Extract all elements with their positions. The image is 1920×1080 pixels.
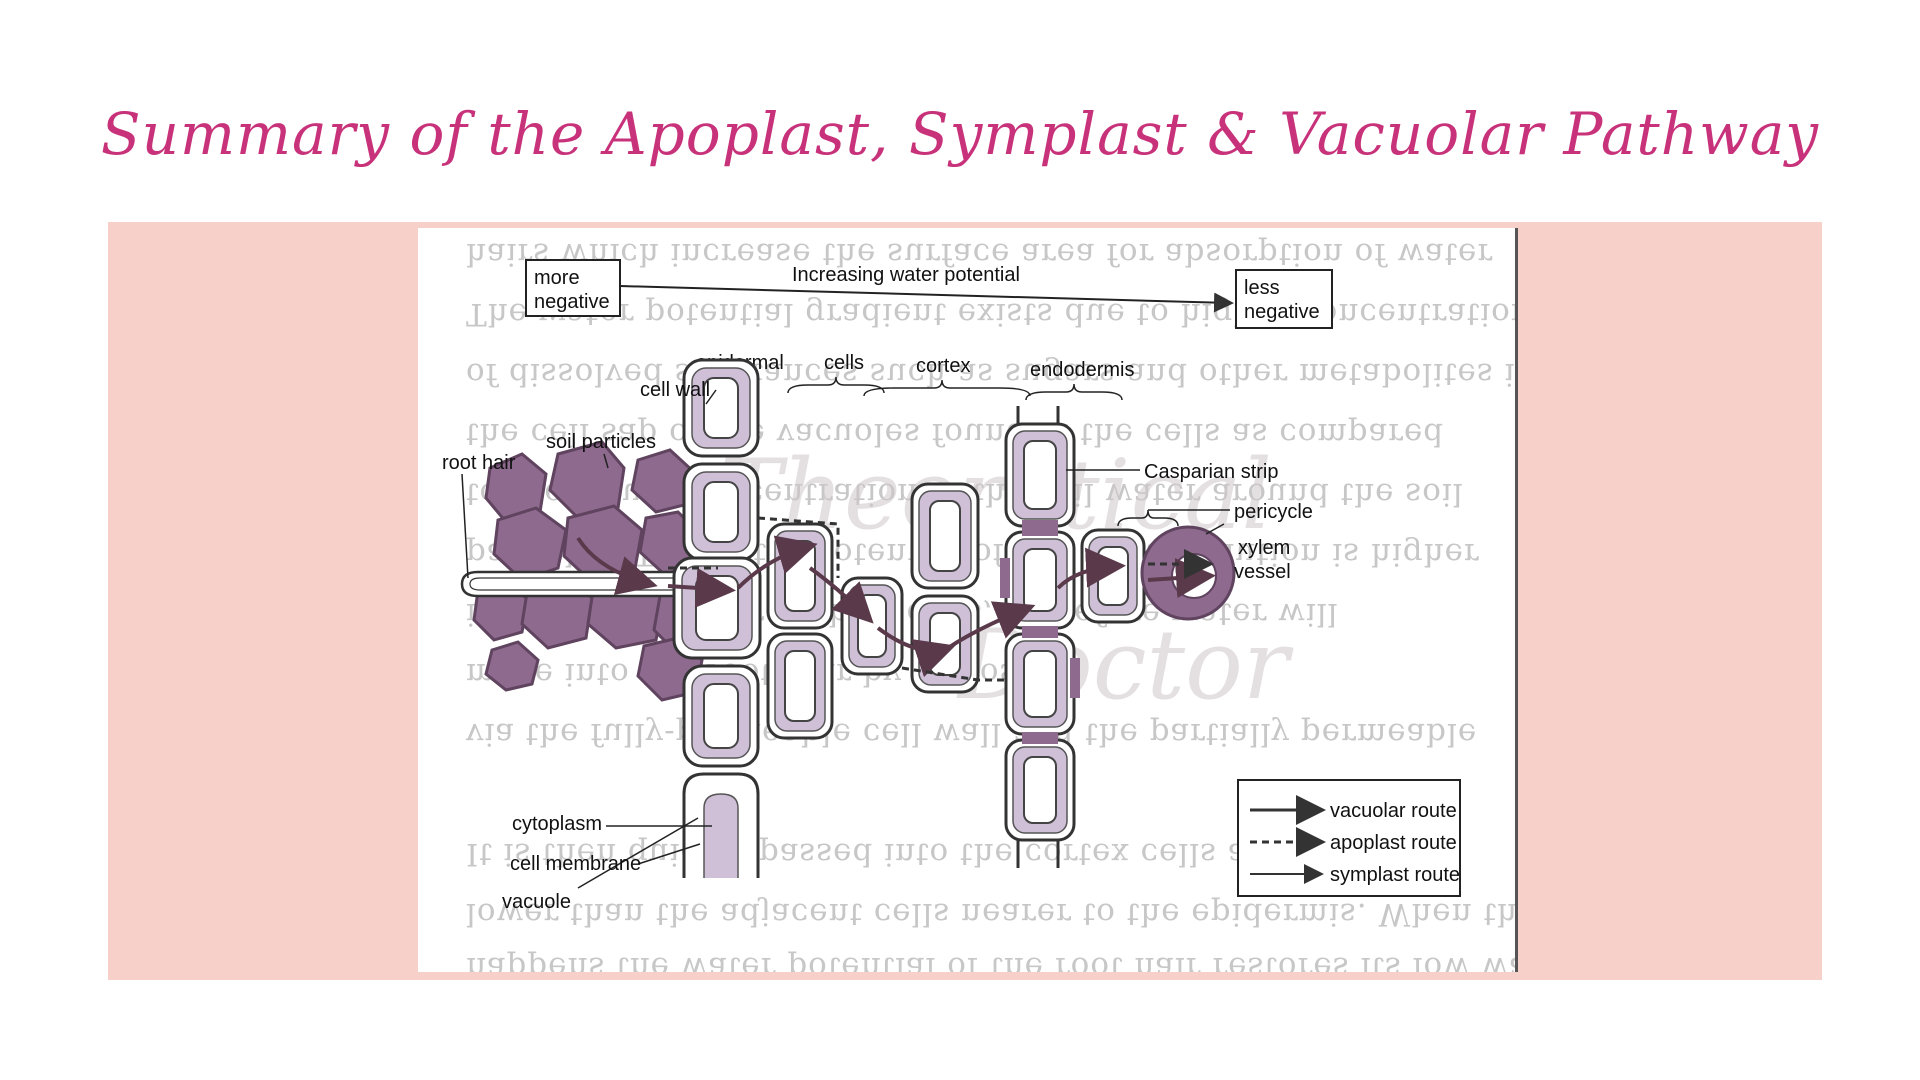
endodermis-brace (1025, 383, 1123, 401)
less-negative-line-1: less (1244, 277, 1280, 299)
legend-vacuolar-label: vacuolar route (1330, 800, 1457, 822)
legend-box (1237, 779, 1461, 897)
root-hair (460, 570, 708, 598)
leader-lines (461, 389, 1225, 889)
symplast-arrow (946, 601, 1036, 650)
cortex-label: cortex (916, 355, 970, 377)
vacuolar-arrow (876, 626, 956, 678)
vacuolar-arrow (736, 535, 818, 590)
more-negative-box (525, 259, 621, 317)
pathway-arrows (576, 535, 1216, 678)
symplast-arrow (1056, 547, 1126, 590)
potential-arrow (619, 285, 1234, 313)
vacuole-label: vacuole (502, 891, 571, 913)
root-hair-label: root hair (442, 452, 516, 474)
cell-membrane-label: cell membrane (510, 853, 641, 875)
apoplast-arrow (901, 666, 1008, 682)
soil-particle (492, 506, 568, 582)
soil-particles-label: soil particles (546, 431, 656, 453)
casparian-strip-label: Casparian strip (1144, 461, 1279, 483)
cell-wall-label: cell wall (640, 379, 710, 401)
potential-label: Increasing water potential (792, 264, 1020, 286)
soil-particle (484, 640, 540, 692)
legend-apoplast-label: apoplast route (1330, 832, 1457, 854)
page-edge (1515, 228, 1518, 972)
apoplast-arrow (757, 516, 840, 578)
cells (672, 358, 1146, 878)
legend: vacuolar route apoplast route symplast r… (1237, 779, 1461, 897)
less-negative-line-2: negative (1244, 301, 1320, 323)
more-negative-line-2: negative (534, 291, 610, 313)
xylem-label-line-2: vessel (1234, 561, 1291, 583)
vacuolar-arrow (667, 567, 736, 608)
more-negative-line-1: more (534, 267, 580, 289)
cells-label: cells (824, 352, 864, 374)
root-hair-inner-membrane (469, 577, 702, 591)
apoplast-arrows (668, 516, 1214, 682)
legend-symplast-label: symplast route (1330, 864, 1460, 886)
cytoplasm-label: cytoplasm (512, 813, 602, 835)
root-water-pathway-diagram: Theoretical Doctor more negative Increas… (442, 259, 1461, 913)
pericycle-label: pericycle (1234, 501, 1313, 523)
endodermis-label: endodermis (1030, 359, 1135, 381)
cortex-brace (863, 379, 1031, 397)
symplast-arrow (576, 536, 658, 595)
water-potential-axis: more negative Increasing water potential… (525, 259, 1333, 329)
vacuolar-arrow (808, 566, 874, 624)
page-title: Summary of the Apoplast, Symplast & Vacu… (100, 100, 1820, 168)
textbook-figure: hairs which increase the surface area fo… (418, 228, 1518, 972)
cells-brace (787, 376, 885, 394)
less-negative-box (1235, 269, 1333, 329)
xylem-label-line-1: xylem (1238, 537, 1290, 559)
